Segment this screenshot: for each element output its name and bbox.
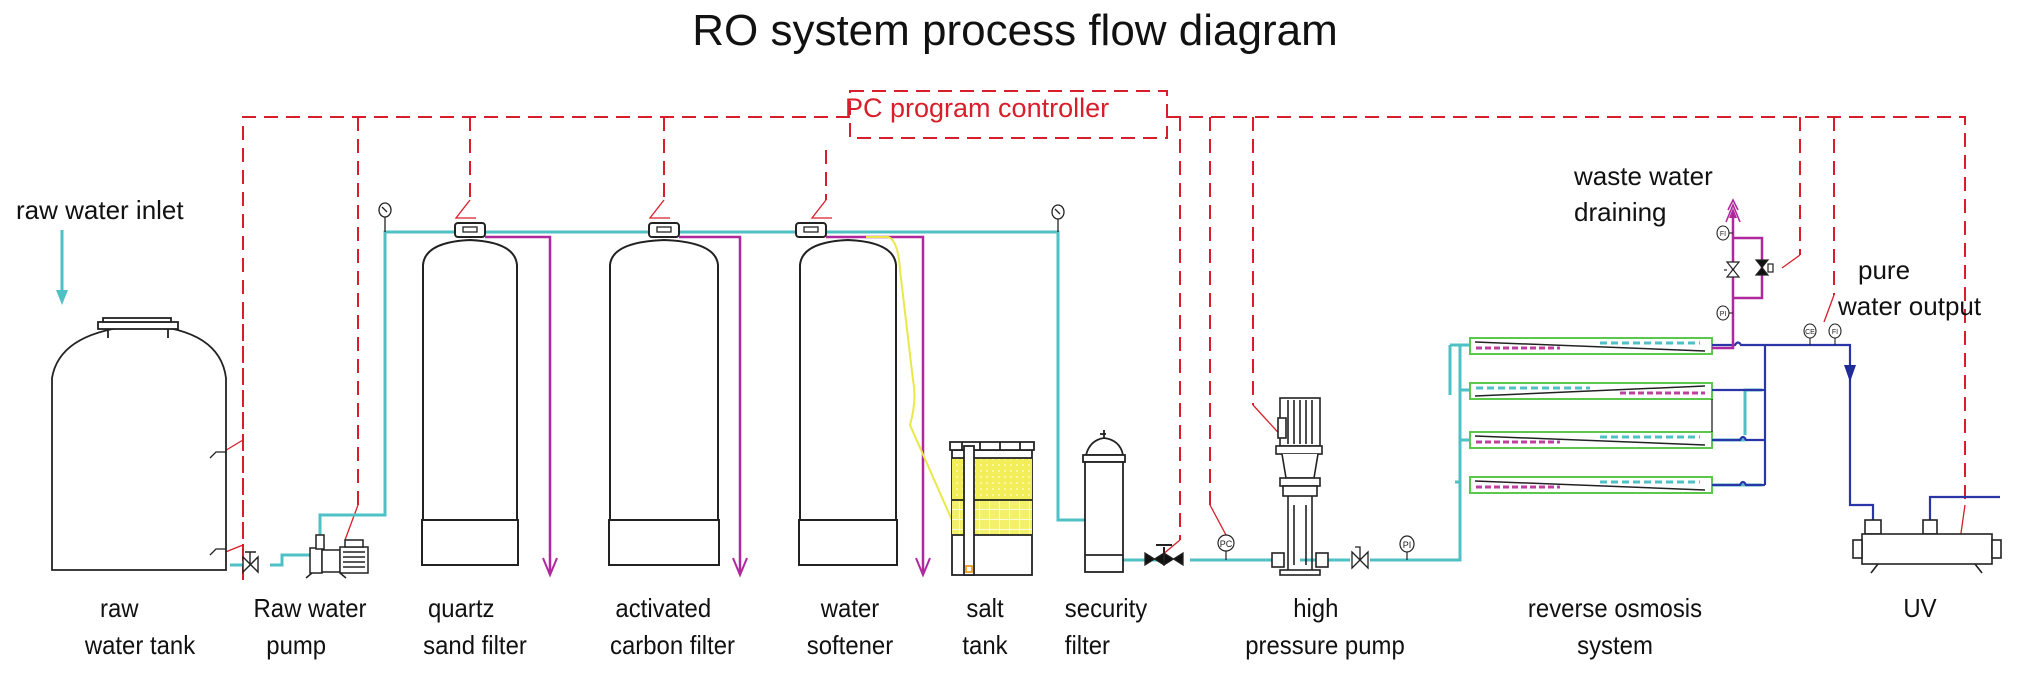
ce-instrument-icon: CE (1803, 323, 1817, 345)
ro-membrane (1469, 431, 1713, 449)
pure-flow-arrow-icon (1844, 365, 1856, 382)
pressure-gauge-icon (378, 202, 392, 232)
high-pressure-pump-shape (1271, 397, 1329, 576)
raw-water-pump-shape (305, 534, 369, 579)
waste-water-label-line1: waste water (1574, 161, 1713, 191)
ro-membrane (1469, 476, 1713, 494)
svg-text:FI: FI (1832, 329, 1838, 336)
ro-membrane-array (1469, 337, 1745, 494)
pi-instrument-icon: PI (1399, 535, 1415, 560)
svg-text:FI: FI (1720, 231, 1726, 238)
svg-text:PI: PI (1403, 540, 1412, 550)
control-line-main-right (1167, 116, 1966, 505)
svg-text:CE: CE (1805, 329, 1815, 336)
salt-tank-shape (949, 441, 1035, 576)
pure-water-lines (1712, 341, 2000, 520)
security-filter-shape (1082, 430, 1126, 573)
manual-valve-icon (1351, 546, 1369, 570)
control-line-main-left (242, 116, 850, 570)
quartz-sand-filter-shape (421, 222, 519, 566)
raw-water-tank-shape (51, 317, 227, 571)
brine-line (866, 236, 975, 571)
activated-carbon-filter-shape (608, 222, 720, 566)
inlet-arrow-icon (56, 290, 68, 305)
uv-label: UV (1903, 593, 1937, 623)
fi-waste-instrument-icon: FI (1716, 225, 1733, 241)
pc-program-controller: PC program controller (845, 93, 1110, 123)
waste-drain-arrow-icon (1725, 198, 1741, 223)
ro-membrane (1469, 382, 1713, 400)
pi-waste-instrument-icon: PI (1716, 305, 1733, 321)
tank-outlet-valve-icon (242, 551, 259, 574)
water-softener-shape (795, 222, 898, 566)
controller-box (849, 90, 1168, 139)
actuated-valve-icon (1144, 544, 1184, 567)
svg-text:PC: PC (1220, 539, 1233, 549)
pure-water-label-line1: pure (1858, 255, 1911, 285)
diagram-title: RO system process flow diagram (692, 6, 1338, 55)
svg-text:PI: PI (1720, 311, 1727, 318)
pc-instrument-icon: PC (1217, 534, 1235, 560)
waste-solenoid-valve-icon (1754, 259, 1774, 276)
control-leads (217, 199, 1966, 556)
pressure-gauge-icon (1051, 204, 1065, 232)
ro-membrane (1469, 337, 1713, 355)
fi-instrument-icon: FI (1828, 323, 1842, 345)
waste-manual-valve-icon (1724, 261, 1741, 278)
drain-lines (485, 235, 925, 572)
control-wiring (242, 90, 1966, 580)
uv-sterilizer-shape (1852, 519, 2002, 574)
waste-water-label-line2: draining (1574, 197, 1667, 227)
raw-water-inlet-label: raw water inlet (16, 195, 184, 225)
pure-water-label-line2: water output (1838, 291, 1982, 321)
drain-arrow-icon (542, 557, 931, 578)
